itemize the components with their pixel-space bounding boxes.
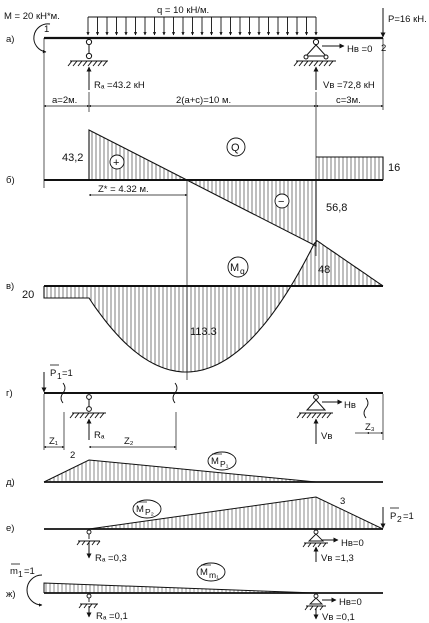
mm1-label: M — [200, 567, 208, 578]
shear-label-circle — [226, 137, 246, 157]
shear-value-right-end: 16 — [388, 162, 400, 174]
p2-sub: 2 — [397, 514, 402, 524]
panel-e-unit-moment-p2: е) 3 M P₂ P 2 =1 Rₐ =0,3 Vв =1,3 Hв=0 — [6, 496, 414, 564]
panel-label-zh: ж) — [6, 589, 16, 600]
unit-moment-m1-arc — [26, 574, 43, 607]
minus-sign: − — [278, 196, 284, 208]
panel-label-e: е) — [6, 523, 14, 534]
z1-label: Z₁ — [49, 436, 58, 447]
node-3-label: 3 — [340, 496, 345, 507]
outline-d — [43, 459, 317, 483]
hatching-d — [45, 460, 315, 482]
reaction-a-label: Rₐ =43.2 кН — [94, 80, 145, 91]
shear-value-left: 43,2 — [62, 152, 83, 164]
mm1-label-ellipse — [196, 562, 226, 582]
mp1-label: M — [211, 456, 219, 467]
plus-sign: + — [113, 157, 119, 169]
distributed-load-q — [86, 16, 318, 36]
reaction-ra-zh: Rₐ =0,1 — [96, 611, 128, 622]
p2-value: =1 — [403, 511, 414, 522]
moment-outline — [43, 239, 384, 373]
reaction-ra-g: Rₐ — [94, 430, 105, 441]
supports-e — [76, 529, 328, 548]
support-a-g — [69, 394, 106, 419]
reaction-vb-e: Vв =1,3 — [321, 553, 354, 564]
moment-hatching — [46, 242, 380, 372]
hatching-zh — [45, 583, 315, 593]
z2-label: Z₂ — [124, 436, 134, 447]
outline-zh — [43, 582, 317, 594]
distributed-load-label: q = 10 кН/м. — [157, 5, 209, 16]
shear-hatching — [91, 131, 380, 244]
reaction-hb-label: Hв =0 — [347, 44, 372, 55]
plus-sign-circle — [109, 154, 125, 170]
mm1-sub: m₁ — [209, 570, 219, 580]
mp2-label: M — [136, 504, 144, 515]
moment-label-sub: q — [240, 266, 245, 276]
panel-v-moment-diagram: в) 20 48 113.3 M q — [6, 239, 384, 373]
panel-a-loading-scheme: а) q = 10 кН/м. M = 20 кН*м. 1 P=16 кН. … — [4, 5, 427, 188]
panel-d-unit-moment-p1: д) 2 M P₁ — [6, 450, 383, 488]
m1-label: m — [10, 566, 18, 577]
panel-g-unit-load: г) P 1 =1 Rₐ Vв Hв — [6, 364, 384, 450]
dimension-mid: 2(a+c)=10 м. — [176, 95, 231, 106]
reaction-hb-e: Hв=0 — [341, 538, 364, 549]
shear-label: Q — [231, 142, 240, 154]
coordinate-dimensions — [43, 394, 384, 450]
reaction-vb-label: Vв =72,8 кН — [323, 80, 375, 91]
node-2-d-label: 2 — [70, 450, 75, 461]
reaction-vb-g: Vв — [321, 431, 332, 442]
supports-zh — [78, 593, 326, 611]
z-star-label: Z* = 4.32 м. — [98, 184, 149, 195]
support-b — [293, 38, 336, 67]
moment-label: M — [230, 262, 239, 274]
minus-sign-circle — [274, 193, 290, 209]
m1-sub: 1 — [18, 569, 23, 579]
reaction-ra-e: Rₐ =0,3 — [95, 553, 127, 564]
reaction-hb-zh: Hв=0 — [339, 597, 362, 608]
reaction-hb-g: Hв — [344, 400, 356, 411]
mp1-label-ellipse — [207, 451, 237, 471]
mp2-sub: P₂ — [145, 507, 154, 517]
outline-e — [88, 496, 384, 530]
moment-value-right: 48 — [318, 264, 330, 276]
p1-label: P — [50, 368, 56, 379]
panel-label-a: а) — [6, 34, 14, 45]
node-2-label: 2 — [381, 43, 386, 54]
support-a — [67, 38, 108, 67]
dimension-lines — [43, 38, 384, 188]
mp1-sub: P₁ — [220, 459, 229, 469]
reaction-vb-zh: Vв =0,1 — [322, 612, 355, 623]
moment-value-left: 20 — [22, 289, 34, 301]
p1-value: =1 — [62, 368, 73, 379]
point-load-label: P=16 кН. — [388, 14, 427, 25]
support-b-g — [296, 394, 333, 419]
node-1-label: 1 — [44, 24, 49, 35]
p1-sub: 1 — [57, 371, 62, 381]
dimension-c: c=3м. — [336, 95, 361, 106]
m1-value: =1 — [24, 566, 35, 577]
shear-value-support: 56,8 — [326, 202, 347, 214]
moment-value-max: 113.3 — [190, 326, 217, 338]
panel-label-b: б) — [6, 175, 15, 186]
moment-load-label: M = 20 кН*м. — [4, 11, 60, 22]
z3-label: Z₃ — [365, 422, 375, 433]
panel-label-d: д) — [6, 477, 15, 488]
hatching-e — [91, 497, 381, 529]
moment-label-circle — [227, 256, 249, 278]
panel-label-g: г) — [6, 388, 13, 399]
section-cuts — [60, 382, 369, 419]
moment-load-arc — [33, 23, 51, 54]
mp2-label-ellipse — [132, 499, 162, 519]
panel-label-v: в) — [6, 281, 14, 292]
p2-label: P — [390, 511, 396, 522]
panel-zh-unit-moment-m1: ж) m 1 =1 M m₁ Rₐ =0,1 Vв =0,1 Hв=0 — [6, 562, 383, 623]
dimension-a: a=2м. — [52, 95, 77, 106]
